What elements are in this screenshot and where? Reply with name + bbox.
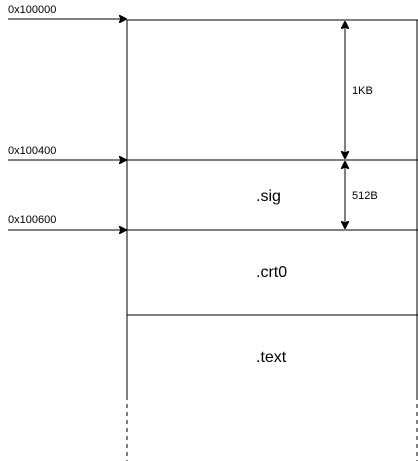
address-label-0x100400: 0x100400 — [8, 145, 56, 157]
address-pointer-2: 0x100600 — [8, 214, 126, 230]
memory-block — [126, 19, 418, 461]
address-pointer-0: 0x100000 — [8, 4, 126, 19]
size-dimension-1kb: 1KB — [345, 22, 373, 158]
section-label-sig: .sig — [256, 188, 281, 205]
size-label-512b: 512B — [352, 190, 378, 202]
address-label-0x100600: 0x100600 — [8, 214, 56, 226]
address-pointer-1: 0x100400 — [8, 145, 126, 160]
size-dimension-512b: 512B — [345, 162, 378, 228]
section-dividers — [127, 159, 418, 316]
section-label-crt0: .crt0 — [256, 264, 287, 281]
size-label-1kb: 1KB — [352, 85, 373, 97]
address-label-0x100000: 0x100000 — [8, 4, 56, 16]
section-label-text: .text — [256, 349, 287, 366]
